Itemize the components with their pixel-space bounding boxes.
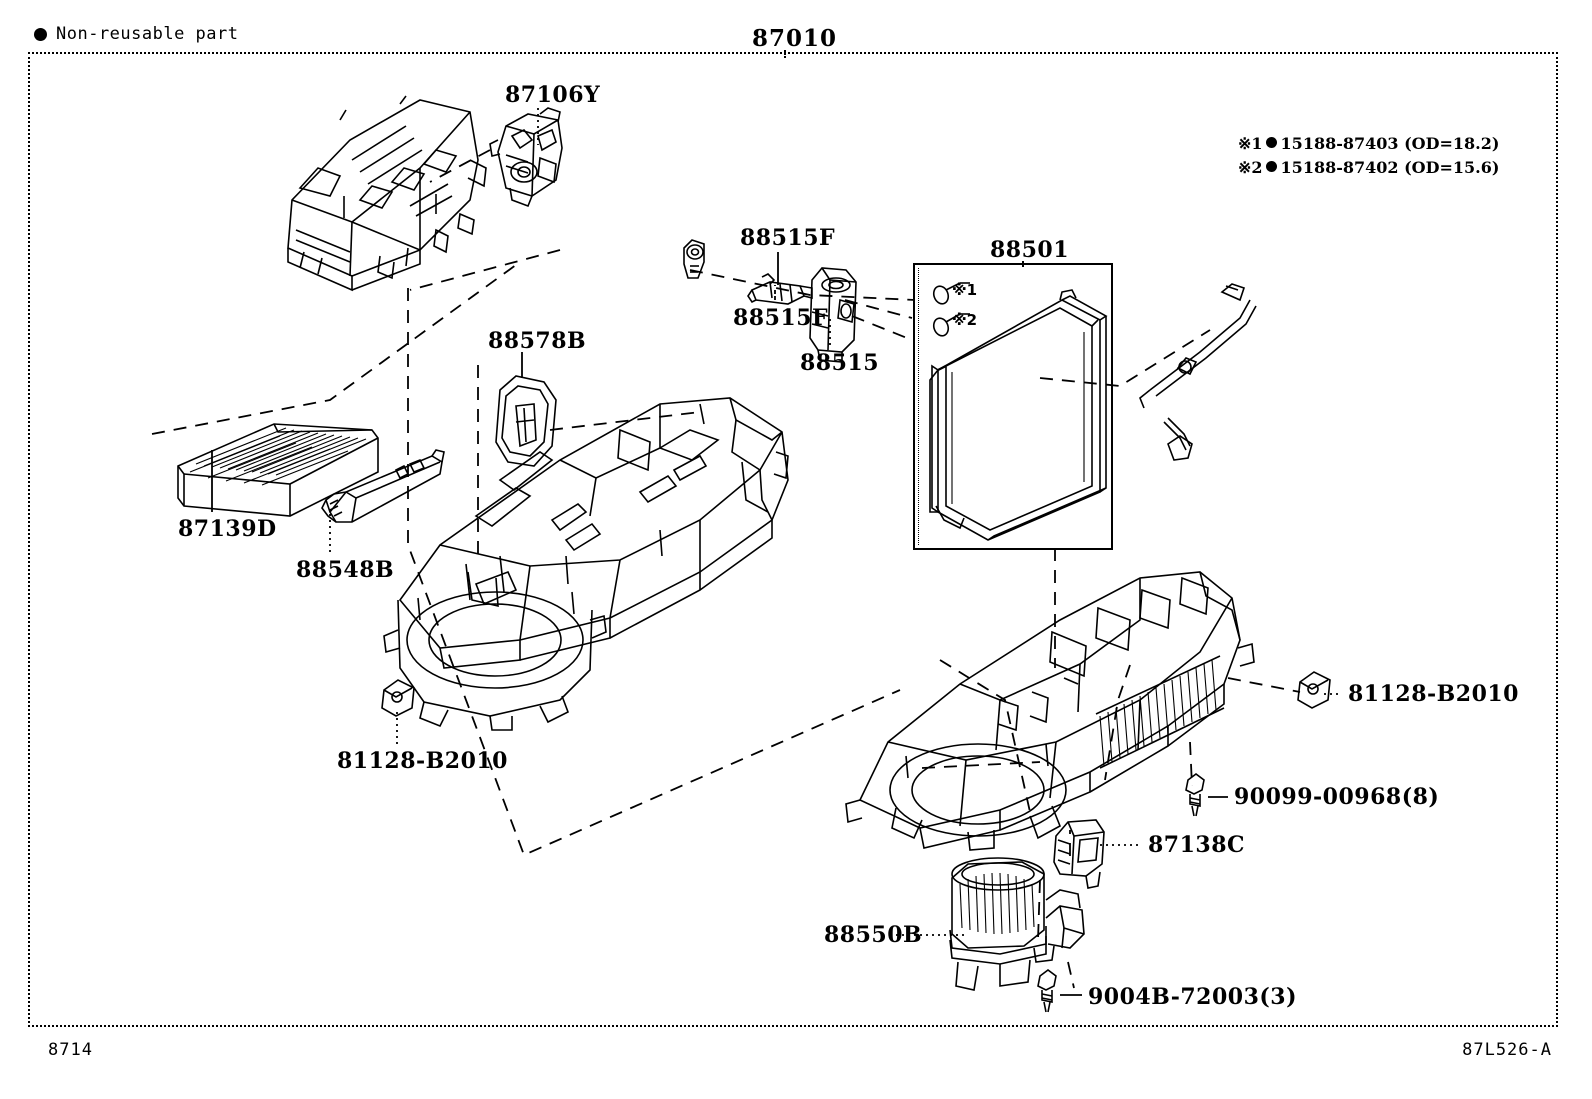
oring-notes-block: ※1 15188-87403 (OD=18.2) ※2 15188-87402 (O… xyxy=(1238,132,1499,180)
diagram-frame xyxy=(28,52,1558,1027)
detail-callout-ref-2: ※2 xyxy=(952,311,978,329)
filled-circle-icon xyxy=(34,27,47,41)
note-ref-1: ※1 xyxy=(1238,134,1263,153)
note-part-1: 15188-87403 xyxy=(1280,134,1399,153)
note-row-1: ※1 15188-87403 (OD=18.2) xyxy=(1238,132,1499,156)
note-spec-2: (OD=15.6) xyxy=(1404,158,1500,177)
part-label-9004B-72003: 9004B-72003(3) xyxy=(1088,984,1298,1010)
part-label-87106Y: 87106Y xyxy=(505,82,601,108)
filled-circle-icon xyxy=(1265,161,1277,172)
part-label-81128-B2010-left: 81128-B2010 xyxy=(337,748,508,774)
diagram-title-87010: 87010 xyxy=(752,25,838,52)
title-leader-line xyxy=(784,50,786,58)
note-spec-1: (OD=18.2) xyxy=(1404,134,1500,153)
legend-non-reusable: Non-reusable part xyxy=(34,24,239,44)
filled-circle-icon xyxy=(1265,137,1277,148)
part-label-88550B: 88550B xyxy=(824,922,923,948)
detail-box-inner-rule xyxy=(918,268,919,545)
part-label-88548B: 88548B xyxy=(296,557,395,583)
part-label-81128-B2010-right: 81128-B2010 xyxy=(1348,681,1519,707)
legend-label: Non-reusable part xyxy=(56,24,239,44)
part-label-88501: 88501 xyxy=(990,237,1070,263)
footer-page-code: 8714 xyxy=(48,1040,93,1060)
part-label-87138C: 87138C xyxy=(1148,832,1246,858)
part-leader-88501 xyxy=(1022,261,1024,267)
part-label-88515F-top: 88515F xyxy=(740,225,836,251)
part-label-87139D: 87139D xyxy=(178,516,277,542)
note-ref-2: ※2 xyxy=(1238,158,1263,177)
note-row-2: ※2 15188-87402 (OD=15.6) xyxy=(1238,156,1499,180)
part-label-88578B: 88578B xyxy=(488,328,587,354)
note-part-2: 15188-87402 xyxy=(1280,158,1399,177)
part-label-88515: 88515 xyxy=(800,350,880,376)
part-label-88515F-bottom: 88515F xyxy=(733,305,829,331)
part-label-90099-00968: 90099-00968(8) xyxy=(1234,784,1440,810)
footer-sheet-code: 87L526-A xyxy=(1462,1040,1552,1060)
detail-callout-ref-1: ※1 xyxy=(952,281,978,299)
detail-box-88501 xyxy=(913,263,1113,550)
